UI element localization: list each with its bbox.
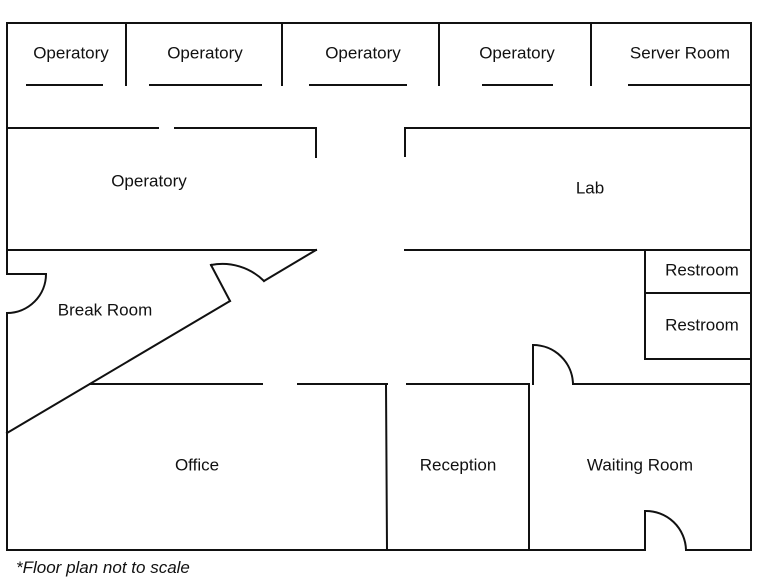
exterior-door-swing <box>5 272 48 315</box>
break-wall-diag-lower <box>5 299 232 435</box>
label-restroom-2: Restroom <box>665 315 739 334</box>
divider-office-reception <box>384 382 389 552</box>
label-operatory-5: Operatory <box>111 171 187 190</box>
label-waiting-room: Waiting Room <box>587 455 693 474</box>
walls <box>5 22 752 552</box>
label-server-room: Server Room <box>630 43 730 62</box>
break-door-jamb <box>209 263 232 303</box>
label-break-room: Break Room <box>58 300 152 319</box>
label-operatory-1: Operatory <box>33 43 109 62</box>
scale-footnote: *Floor plan not to scale <box>16 558 190 577</box>
front-door-swing <box>643 509 688 552</box>
waiting-door-swing <box>531 343 575 386</box>
room-labels: Operatory Operatory Operatory Operatory … <box>33 43 739 474</box>
break-wall-diag-upper <box>262 248 318 283</box>
break-door-swing <box>209 262 266 283</box>
label-lab: Lab <box>576 178 604 197</box>
label-operatory-3: Operatory <box>325 43 401 62</box>
label-reception: Reception <box>420 455 497 474</box>
label-office: Office <box>175 455 219 474</box>
label-operatory-4: Operatory <box>479 43 555 62</box>
label-restroom-1: Restroom <box>665 260 739 279</box>
label-operatory-2: Operatory <box>167 43 243 62</box>
